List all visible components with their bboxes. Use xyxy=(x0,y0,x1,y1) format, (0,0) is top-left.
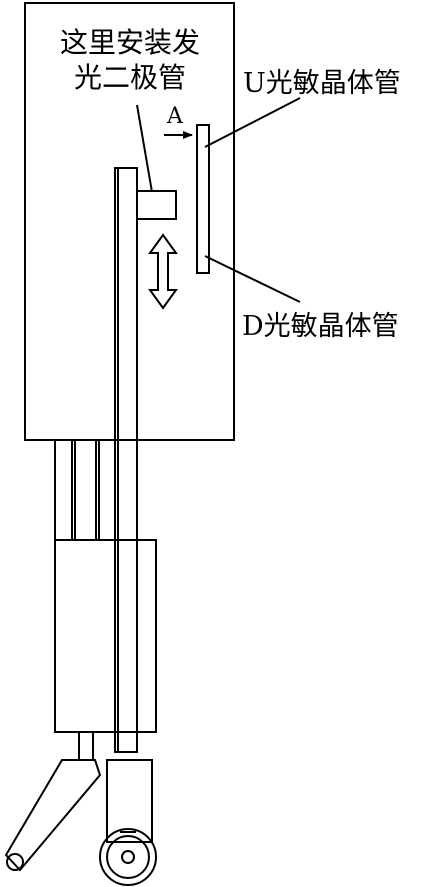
lever-pivot xyxy=(6,853,24,871)
wheel-hub xyxy=(121,850,135,864)
wheel-fork xyxy=(106,759,153,843)
wheel-inner xyxy=(106,835,150,879)
sensor-strip xyxy=(196,124,210,274)
slider-rod xyxy=(114,167,138,753)
d-leader-line xyxy=(204,255,301,303)
left-pin xyxy=(78,731,94,761)
upper-cylinder xyxy=(71,439,100,541)
diode-label-line2: 光二极管 xyxy=(74,61,186,94)
lower-body-box xyxy=(54,539,157,733)
d-transistor-label: D光敏晶体管 xyxy=(242,311,399,342)
diode-label-line1: 这里安装发 xyxy=(60,26,200,59)
arrow-a-label: A xyxy=(166,104,184,129)
housing-box xyxy=(24,2,235,441)
u-transistor-label: U光敏晶体管 xyxy=(243,68,401,99)
wheel-outer xyxy=(99,828,157,886)
diode-block xyxy=(136,190,177,220)
up-down-arrow-icon xyxy=(148,233,178,310)
u-leader-line xyxy=(204,97,301,148)
diode-leader-line xyxy=(136,104,153,193)
lever-arm xyxy=(4,759,102,872)
